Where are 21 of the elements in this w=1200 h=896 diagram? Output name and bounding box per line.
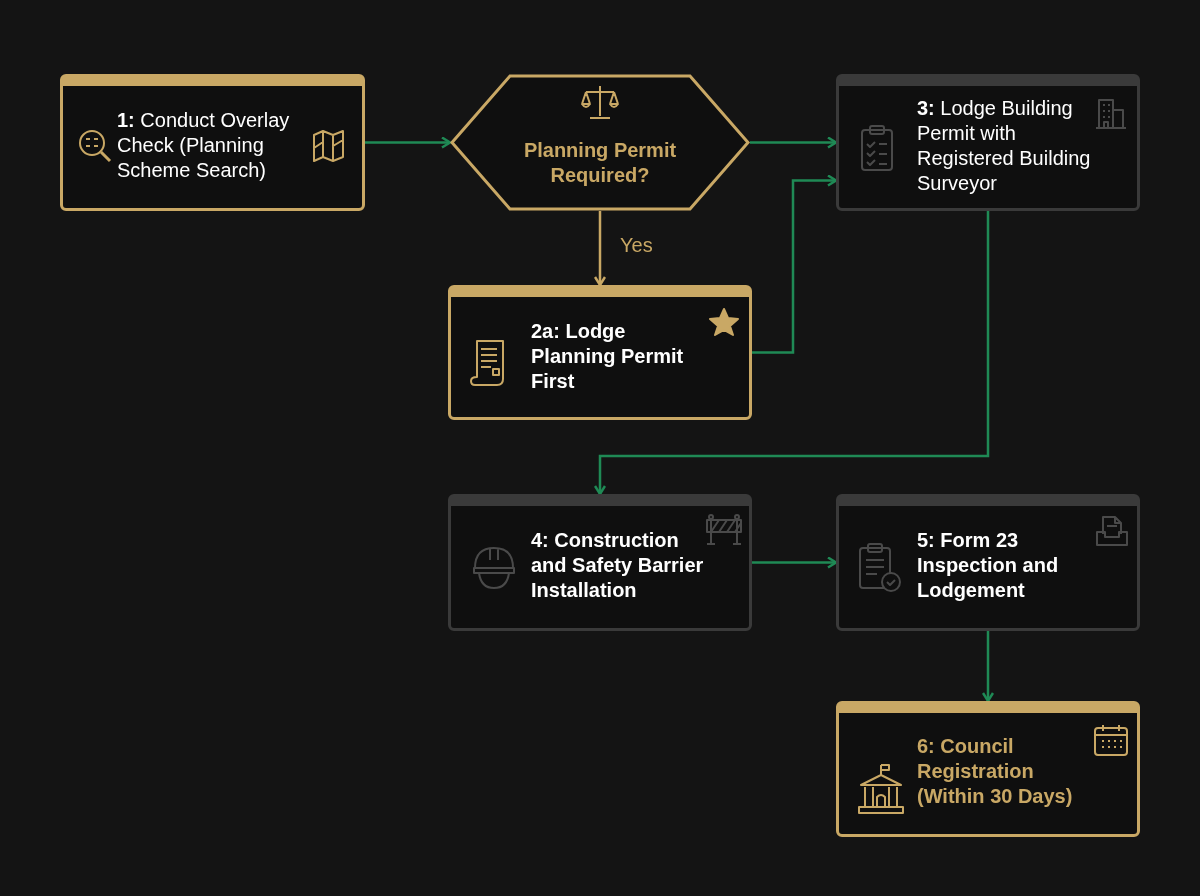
arrow [593, 211, 990, 496]
process-box [836, 74, 1140, 211]
step-label: 3: Lodge Building Permit with Registered Building Surveyor [917, 96, 1092, 196]
decision-label: Planning Permit Required? [522, 138, 678, 188]
arrow [750, 136, 838, 149]
process-box [448, 494, 752, 631]
step-label: 1: Conduct Overlay Check (Planning Scheme Search) [117, 108, 291, 183]
step-label: 2a: Lodge Planning Permit First [531, 319, 685, 394]
arrow [981, 631, 995, 703]
step-label: 6: Council Registration (Within 30 Days) [917, 734, 1074, 809]
arrow [365, 136, 452, 149]
arrow [593, 211, 607, 287]
process-box [836, 701, 1140, 837]
process-box [448, 285, 752, 420]
step-label: 4: Construction and Safety Barrier Installation [531, 528, 705, 603]
process-box [836, 494, 1140, 631]
process-box [60, 74, 365, 211]
arrow [752, 556, 838, 569]
arrow [752, 174, 838, 354]
decision-hexagon [450, 74, 750, 211]
step-label: 5: Form 23 Inspection and Lodgement [917, 528, 1060, 603]
